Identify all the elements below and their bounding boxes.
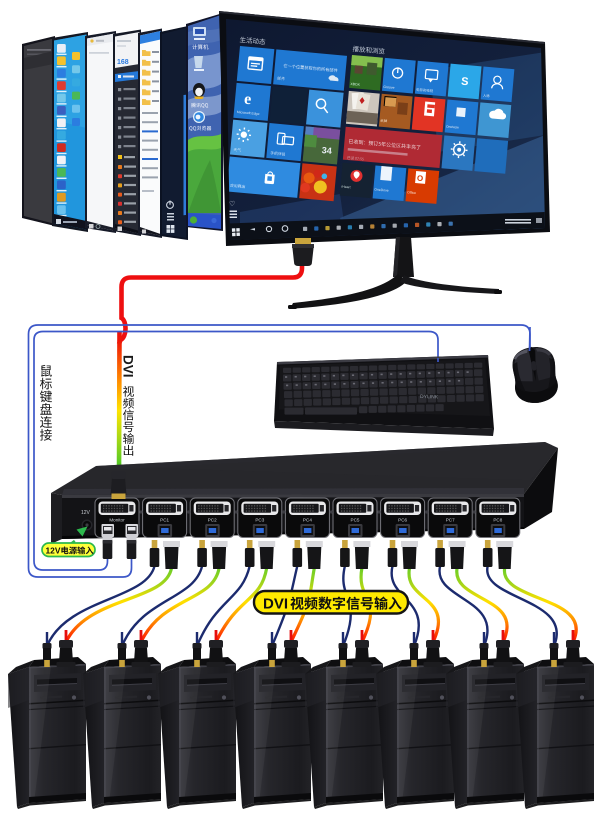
svg-text:O: O <box>417 174 424 184</box>
svg-text:PC1: PC1 <box>160 518 169 523</box>
svg-text:XBOX: XBOX <box>350 82 360 87</box>
svg-text:OneNote: OneNote <box>446 124 459 129</box>
svg-text:DVI: DVI <box>121 355 136 378</box>
svg-text:12V: 12V <box>81 510 91 516</box>
svg-text:DVI: DVI <box>263 596 288 613</box>
svg-text:iHeart: iHeart <box>341 185 350 190</box>
svg-text:PC3: PC3 <box>255 518 264 523</box>
svg-text:PC4: PC4 <box>303 518 312 523</box>
svg-text:DYLINK: DYLINK <box>420 394 439 400</box>
svg-text:S: S <box>461 76 469 89</box>
svg-text:12V: 12V <box>46 546 61 556</box>
svg-text:Microsoft Edge: Microsoft Edge <box>237 110 260 116</box>
svg-text:PC7: PC7 <box>446 518 455 523</box>
svg-text:Monitor: Monitor <box>109 518 125 523</box>
svg-text:OneDrive: OneDrive <box>374 187 389 192</box>
svg-text:PC2: PC2 <box>208 518 217 523</box>
svg-text:168: 168 <box>117 59 129 66</box>
svg-text:34: 34 <box>321 145 332 156</box>
svg-text:e: e <box>243 91 252 109</box>
svg-text:Groove: Groove <box>383 85 395 90</box>
svg-text:PC8: PC8 <box>493 518 502 523</box>
svg-text:PC5: PC5 <box>351 518 360 523</box>
svg-text:Office: Office <box>407 190 416 195</box>
svg-text:♡: ♡ <box>229 200 235 208</box>
svg-text:PC6: PC6 <box>398 518 407 523</box>
